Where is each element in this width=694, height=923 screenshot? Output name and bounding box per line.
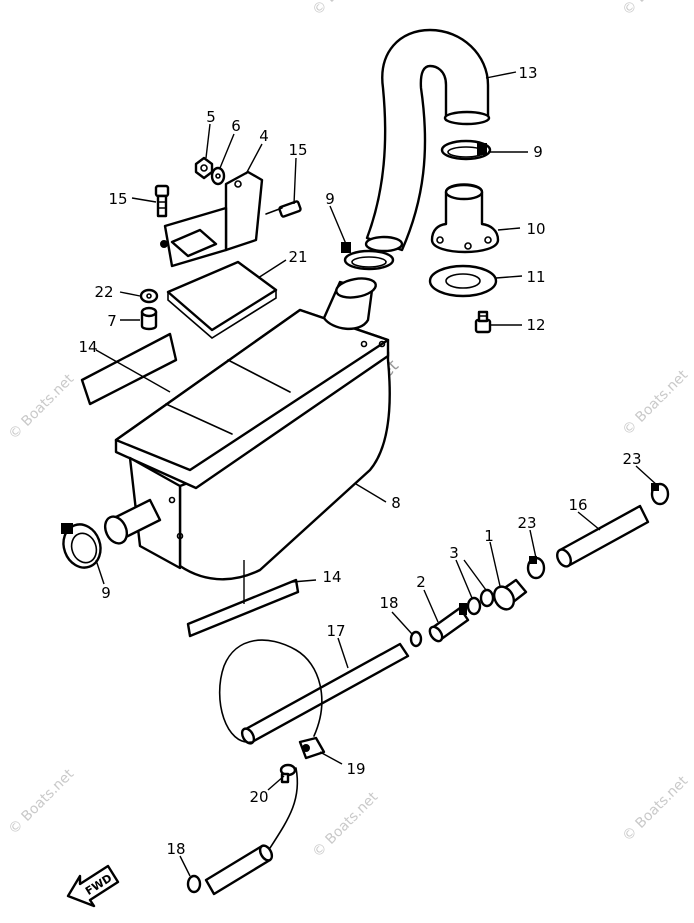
callout-4: 4 xyxy=(259,127,269,145)
callout-9: 9 xyxy=(101,584,111,602)
part-3-washers xyxy=(466,588,495,616)
part-1-fitting xyxy=(492,578,528,611)
callout-20: 20 xyxy=(249,788,268,806)
part-15-bolt-left xyxy=(154,184,170,218)
part-21-plate xyxy=(166,260,278,339)
watermark-bottom-center: © Boats.net xyxy=(310,789,382,861)
callout-9: 9 xyxy=(325,190,335,208)
part-8-tank xyxy=(103,277,391,581)
part-16-hose xyxy=(556,504,650,568)
watermark-bottom-left: © Boats.net xyxy=(6,766,78,838)
callout-23: 23 xyxy=(622,450,641,468)
part-23-clamp-right xyxy=(650,482,670,506)
watermark-left: © Boats.net xyxy=(6,371,78,443)
callout-22: 22 xyxy=(94,283,113,301)
watermark-bottom-right: © Boats.net xyxy=(620,773,692,845)
callout-23: 23 xyxy=(517,514,536,532)
callout-2: 2 xyxy=(416,573,426,591)
part-23-clamp-mid xyxy=(526,556,546,580)
leader-lines xyxy=(95,71,659,877)
part-10-filler-neck xyxy=(430,183,500,254)
part-11-gasket xyxy=(428,264,498,298)
part-18-clip-upper xyxy=(409,630,423,648)
callout-15: 15 xyxy=(288,141,307,159)
watermark-top-center: © Boats.net xyxy=(310,0,382,19)
part-20-screw xyxy=(269,763,299,849)
fwd-direction-arrow: FWD xyxy=(66,864,120,908)
part-9-clamp-mid xyxy=(341,242,395,271)
part-9-clamp-side xyxy=(61,523,102,569)
part-14-pad-lower xyxy=(186,578,300,638)
callout-17: 17 xyxy=(326,622,345,640)
callout-14: 14 xyxy=(322,568,341,586)
callout-8: 8 xyxy=(391,494,401,512)
callout-7: 7 xyxy=(107,312,117,330)
callout-6: 6 xyxy=(231,117,241,135)
part-15-bolt-right xyxy=(265,200,302,218)
part-22-washer xyxy=(139,288,159,304)
callout-9: 9 xyxy=(533,143,543,161)
callout-labels: 13 9 5 6 4 15 15 9 10 21 11 22 12 7 14 2… xyxy=(78,64,641,858)
part-4-bracket xyxy=(160,170,264,268)
part-17-hose xyxy=(218,639,410,745)
callout-10: 10 xyxy=(526,220,545,238)
callout-12: 12 xyxy=(526,316,545,334)
part-6-washer xyxy=(210,166,226,186)
callout-15: 15 xyxy=(108,190,127,208)
part-7-spacer xyxy=(140,306,158,331)
callout-13: 13 xyxy=(518,64,537,82)
callout-21: 21 xyxy=(288,248,307,266)
part-13-hose xyxy=(364,28,491,253)
callout-1: 1 xyxy=(484,527,494,545)
callout-3: 3 xyxy=(449,544,459,562)
watermark-top-right: © Boats.net xyxy=(620,0,692,19)
part-19-clip xyxy=(298,736,326,760)
callout-11: 11 xyxy=(526,268,545,286)
callout-18: 18 xyxy=(379,594,398,612)
watermark-right: © Boats.net xyxy=(620,367,692,439)
part-2-valve xyxy=(428,603,470,643)
part-18-clip-lower xyxy=(186,874,202,894)
callout-19: 19 xyxy=(346,760,365,778)
callout-14: 14 xyxy=(78,338,97,356)
part-5-nut xyxy=(194,156,214,180)
part-9-clamp-top xyxy=(440,139,492,161)
callout-5: 5 xyxy=(206,108,216,126)
callout-18: 18 xyxy=(166,840,185,858)
callout-16: 16 xyxy=(568,496,587,514)
part-12-screw xyxy=(474,310,492,334)
part-hose-short xyxy=(204,844,274,896)
